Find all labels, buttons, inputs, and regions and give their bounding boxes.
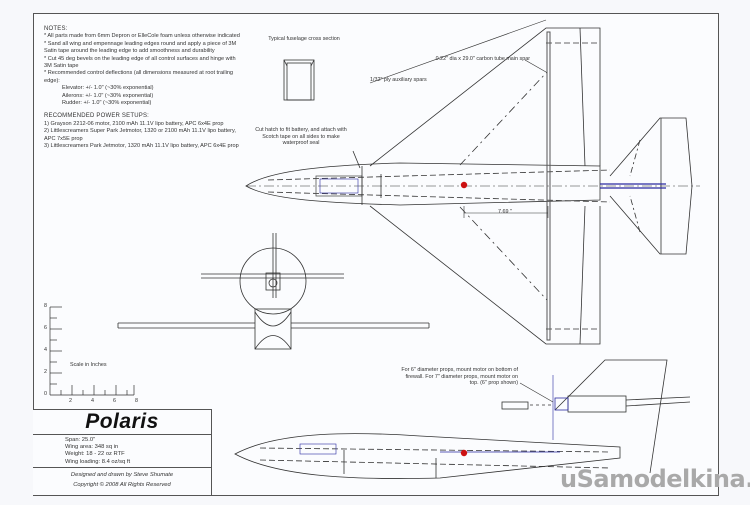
dimension-label: 7.69 " — [493, 209, 517, 216]
scale-x-tick: 4 — [91, 398, 94, 404]
aux-spar-leader — [369, 19, 547, 84]
power-setup-item: 3) Littlescreamers Park Jetmotor, 1320 m… — [44, 143, 239, 150]
note-item: * Sand all wing and empennage leading ed… — [44, 40, 237, 55]
watermark: uSamodelkina.ru — [560, 465, 750, 493]
scale-ruler — [49, 306, 135, 396]
spec-wing-loading: Wing loading: 8.4 oz/sq ft — [65, 458, 131, 465]
main-spar-leader — [524, 59, 547, 73]
notes-heading: NOTES: — [44, 26, 68, 32]
motor-mount-label: For 6" diameter props, mount motor on bo… — [401, 367, 518, 387]
deflection-elevator: Elevator: +/- 1.0" (~30% exponential) — [62, 85, 154, 92]
aircraft-name: Polaris — [33, 410, 211, 435]
cg-marker-side — [460, 449, 468, 457]
notes-block: NOTES: * All parts made from 6mm Depron … — [44, 26, 244, 151]
spec-wing-area: Wing area: 348 sq in — [65, 444, 119, 451]
credit-block: Designed and drawn by Steve Shumate Copy… — [33, 468, 211, 490]
scale-y-tick: 4 — [44, 347, 47, 353]
scale-x-tick: 8 — [135, 398, 138, 404]
top-view-fuselage — [245, 150, 700, 206]
side-view — [234, 359, 691, 479]
spec-weight: Weight: 18 - 22 oz RTF — [65, 451, 125, 458]
hatch-leader — [352, 150, 361, 169]
deflection-rudder: Rudder: +/- 1.0" (~30% exponential) — [62, 100, 152, 107]
scale-x-tick: 2 — [69, 398, 72, 404]
main-spar-label: 0.22" dia x 29.0" carbon tube main spar — [435, 56, 530, 62]
dimension-7-69 — [463, 206, 549, 218]
cross-section-label: Typical fuselage cross section — [268, 36, 340, 42]
scale-x-tick: 6 — [113, 398, 116, 404]
cg-marker-top — [460, 181, 468, 189]
scale-y-tick: 0 — [44, 391, 47, 397]
scale-y-tick: 2 — [44, 369, 47, 375]
aux-spars-label: 1/32" ply auxiliary spars — [370, 77, 427, 83]
scale-label: Scale in Inches — [70, 362, 107, 368]
fuselage-cross-section — [283, 59, 315, 101]
power-setups-heading: RECOMMENDED POWER SETUPS: — [44, 113, 150, 120]
power-setup-item: 2) Littlescreamers Super Park Jetmotor, … — [44, 128, 236, 142]
hatch-label: Cut hatch to fit battery, and attach wit… — [255, 127, 347, 147]
copyright: Copyright © 2008 All Rights Reserved — [73, 482, 171, 488]
motor-mount-leader — [519, 382, 554, 403]
top-view-tail — [600, 117, 693, 255]
title-block: Polaris Span: 25.0" Wing area: 348 sq in… — [33, 409, 212, 496]
note-item: * All parts made from 6mm Depron or Elle… — [44, 33, 240, 40]
scale-y-tick: 8 — [44, 303, 47, 309]
specs-block: Span: 25.0" Wing area: 348 sq in Weight:… — [33, 435, 211, 468]
front-view — [117, 233, 430, 350]
top-view-wings — [369, 19, 601, 345]
scale-y-tick: 6 — [44, 325, 47, 331]
power-setup-item: 1) Grayson 2212-06 motor, 2100 mAh 11.1V… — [44, 120, 224, 127]
note-item: * Recommended control deflections (all d… — [44, 70, 234, 84]
designer-credit: Designed and drawn by Steve Shumate — [70, 472, 174, 478]
deflection-ailerons: Ailerons: +/- 1.0" (~30% exponential) — [62, 92, 154, 99]
spec-span: Span: 25.0" — [65, 437, 96, 443]
note-item: * Cut 45 deg bevels on the leading edge … — [44, 55, 236, 70]
